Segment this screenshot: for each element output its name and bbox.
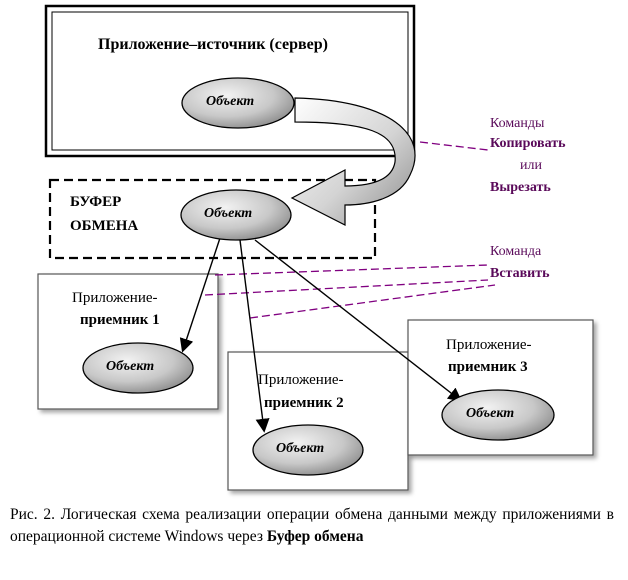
receiver-1-object-ellipse	[82, 342, 194, 394]
command-lines	[204, 141, 496, 319]
server-title: Приложение–источник (сервер)	[98, 36, 328, 53]
receiver-2-object-label: Объект	[276, 441, 325, 456]
figure-caption: Рис. 2. Логическая схема реализации опер…	[10, 504, 614, 548]
command-copy-line4: Вырезать	[490, 180, 551, 195]
copy-arrow	[290, 97, 416, 226]
buffer-object-ellipse	[180, 189, 292, 241]
command-copy-line1: Команды	[490, 116, 545, 131]
receiver-3-title-line1: Приложение-	[446, 337, 532, 353]
distribution-arrows	[179, 237, 463, 433]
receiver-3-title-line2: приемник 3	[448, 359, 528, 375]
server-object-ellipse	[181, 77, 295, 129]
command-copy-line2: Копировать	[490, 136, 566, 151]
command-paste-line2: Вставить	[490, 266, 550, 281]
caption-bold-tail: Буфер обмена	[266, 528, 364, 545]
receiver-2-title-line1: Приложение-	[258, 372, 344, 388]
caption-text: Рис. 2. Логическая схема реализации опер…	[10, 506, 614, 545]
server-object-label: Объект	[206, 94, 255, 109]
receiver-3-object-ellipse	[441, 389, 555, 441]
buffer-object-label: Объект	[204, 206, 253, 221]
command-copy-line3: или	[520, 158, 542, 173]
buffer-box	[48, 178, 377, 260]
receiver-3-object-label: Объект	[466, 406, 515, 421]
receiver-2-object-ellipse	[252, 424, 364, 476]
receiver-1-title-line1: Приложение-	[72, 290, 158, 306]
buffer-label-line1: БУФЕР	[70, 194, 122, 210]
buffer-label-line2: ОБМЕНА	[70, 218, 139, 234]
command-paste-line1: Команда	[490, 244, 542, 259]
receiver-1-object-label: Объект	[106, 359, 155, 374]
receiver-2-title-line2: приемник 2	[264, 395, 344, 411]
receiver-1-title-line2: приемник 1	[80, 312, 160, 328]
